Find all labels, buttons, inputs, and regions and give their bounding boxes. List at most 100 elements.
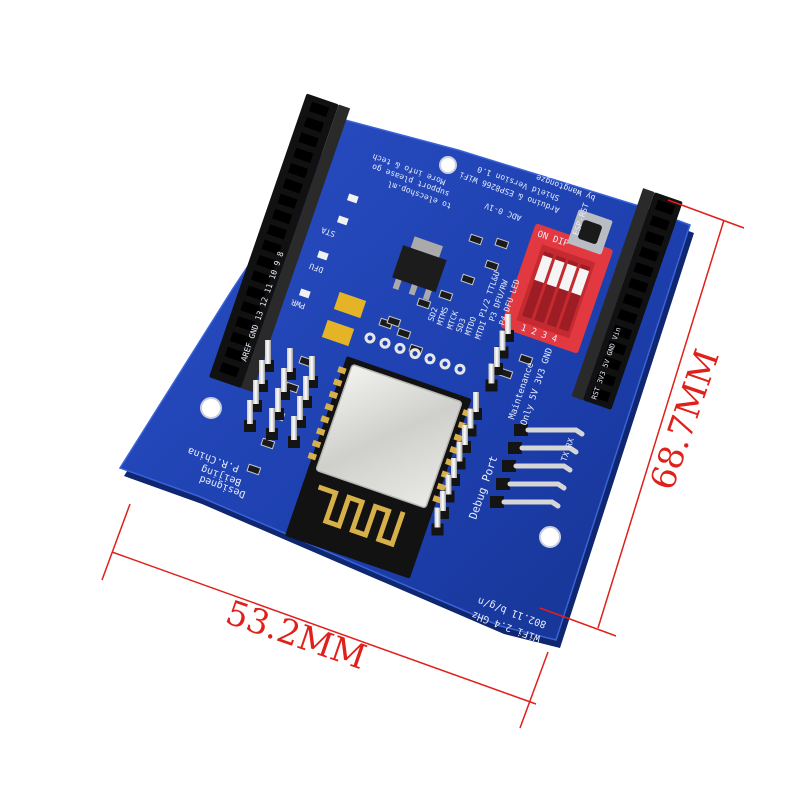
- module-pad: [324, 402, 334, 412]
- smd-part: [386, 315, 402, 328]
- header-hole: [219, 362, 240, 378]
- module-pad: [337, 366, 347, 375]
- module-pad: [320, 415, 330, 424]
- header-hole: [229, 331, 251, 347]
- right-angle-pins: [490, 424, 585, 509]
- pin: [247, 400, 253, 424]
- smd-part: [260, 437, 276, 450]
- pin: [434, 507, 441, 528]
- smd-part: [246, 463, 262, 476]
- dip-key: [558, 263, 577, 292]
- pin: [259, 360, 265, 384]
- pin: [265, 340, 271, 364]
- module-pad: [328, 390, 339, 399]
- pin: [275, 388, 281, 412]
- dip-key: [571, 267, 590, 296]
- header-hole: [590, 386, 611, 403]
- voltage-regulator: [392, 236, 447, 301]
- test-pad-hole: [412, 351, 418, 357]
- pin: [297, 396, 303, 420]
- header-hole: [277, 193, 298, 209]
- pin-base: [502, 460, 516, 472]
- smd-part: [438, 289, 454, 302]
- header-hole: [245, 285, 266, 301]
- pin: [473, 392, 479, 412]
- pin: [488, 363, 495, 384]
- pin: [456, 441, 463, 462]
- pin: [499, 330, 506, 351]
- esp12-module: [285, 356, 472, 579]
- pin: [291, 416, 297, 440]
- module-pad: [453, 433, 463, 442]
- smd-part: [460, 273, 476, 286]
- header-hole: [644, 230, 665, 247]
- test-pad-hole: [442, 361, 448, 367]
- module-pad: [432, 495, 442, 504]
- header-hole: [250, 270, 272, 286]
- pin: [309, 356, 315, 380]
- header-hole: [628, 277, 649, 294]
- header-hole: [298, 132, 319, 148]
- pin: [519, 445, 579, 455]
- smd-part: [416, 297, 432, 310]
- pin: [525, 427, 585, 437]
- header-hole: [654, 199, 676, 216]
- pin: [287, 348, 293, 372]
- header-hole: [617, 308, 638, 325]
- test-pad-hole: [457, 366, 463, 372]
- header-hole: [308, 101, 330, 118]
- dip-key: [546, 259, 565, 288]
- pin: [440, 491, 446, 511]
- header-hole: [282, 178, 303, 194]
- module-pad: [311, 439, 322, 449]
- mounting-holes: [200, 156, 561, 548]
- header-hole: [240, 300, 261, 317]
- status-leds: [298, 193, 359, 299]
- header-hole: [611, 324, 633, 340]
- pin-base: [514, 424, 528, 436]
- pin: [303, 376, 309, 400]
- pin: [467, 408, 474, 429]
- header-hole: [638, 246, 660, 262]
- tantalum-capacitors: [321, 291, 367, 347]
- pin: [445, 474, 452, 495]
- header-hole: [293, 147, 314, 163]
- smd-part: [378, 317, 394, 330]
- right-female-header: [571, 188, 683, 410]
- header-hole: [303, 117, 324, 133]
- header-hole: [256, 254, 277, 271]
- pin: [513, 463, 573, 473]
- dip-key: [534, 255, 553, 283]
- module-pad: [436, 482, 447, 492]
- module-pad: [307, 452, 318, 461]
- smd-part: [468, 233, 484, 246]
- debug-port-header: [431, 314, 514, 536]
- pin-base: [490, 496, 504, 508]
- smd-part: [518, 353, 534, 366]
- header-hole: [261, 239, 282, 255]
- test-pad-hole: [367, 335, 373, 341]
- width-dimension-label: 53.2MM: [221, 593, 371, 678]
- test-pad-hole: [427, 356, 433, 362]
- pin: [505, 314, 511, 334]
- esp-reset-button[interactable]: [567, 209, 613, 255]
- pin: [462, 425, 468, 445]
- pin-base: [508, 442, 522, 454]
- header-hole: [266, 224, 288, 240]
- left-female-header: [209, 93, 351, 393]
- test-pad-hole: [382, 340, 388, 346]
- module-pad: [332, 378, 343, 387]
- header-hole: [622, 293, 643, 309]
- pin: [501, 499, 561, 509]
- header-hole: [272, 208, 293, 225]
- smd-part: [494, 237, 510, 250]
- header-hole: [601, 355, 622, 372]
- smd-part: [396, 327, 412, 340]
- header-hole: [606, 340, 627, 356]
- header-hole: [287, 162, 309, 179]
- pin: [507, 481, 567, 491]
- header-hole: [235, 316, 256, 332]
- dip-switch[interactable]: ON DIP 1 2 3 4: [500, 223, 613, 354]
- test-pad-hole: [397, 345, 403, 351]
